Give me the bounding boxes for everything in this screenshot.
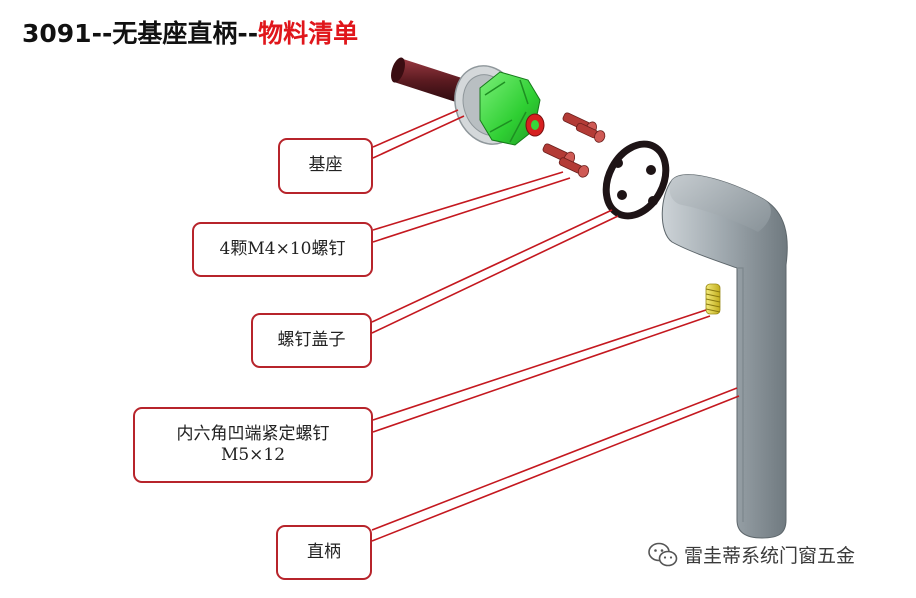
label-cap: 螺钉盖子 xyxy=(277,329,346,350)
title-main: 3091--无基座直柄-- xyxy=(22,19,259,48)
label-base: 基座 xyxy=(308,155,343,176)
screws-part xyxy=(542,112,606,178)
handle-part xyxy=(661,174,788,539)
label-setscrew-line2: M5×12 xyxy=(220,445,286,465)
label-handle: 直柄 xyxy=(307,541,341,562)
label-setscrew-line1: 内六角凹端紧定螺钉 xyxy=(176,423,330,444)
setscrew-part xyxy=(705,283,721,315)
callout-cap: 螺钉盖子 xyxy=(251,313,372,368)
leader-lines xyxy=(371,109,740,542)
leader-handle xyxy=(371,387,740,542)
watermark: 雷圭蒂系统门窗五金 xyxy=(648,541,855,568)
label-screws: 4颗M4×10螺钉 xyxy=(219,238,346,259)
watermark-text: 雷圭蒂系统门窗五金 xyxy=(684,545,856,567)
callout-handle: 直柄 xyxy=(276,525,372,580)
wechat-icon xyxy=(648,542,678,566)
callout-base: 基座 xyxy=(278,138,373,194)
screw-cap-part xyxy=(602,140,670,220)
leader-setscrew xyxy=(372,309,711,433)
leader-base xyxy=(372,109,465,159)
callout-setscrew: 内六角凹端紧定螺钉 M5×12 xyxy=(133,407,373,483)
leader-screws xyxy=(372,171,571,243)
leader-cap xyxy=(371,209,619,334)
callout-screws: 4颗M4×10螺钉 xyxy=(192,222,373,277)
title-highlight: 物料清单 xyxy=(258,19,359,48)
page-title: 3091--无基座直柄--物料清单 xyxy=(22,14,358,50)
base-part xyxy=(391,57,545,146)
